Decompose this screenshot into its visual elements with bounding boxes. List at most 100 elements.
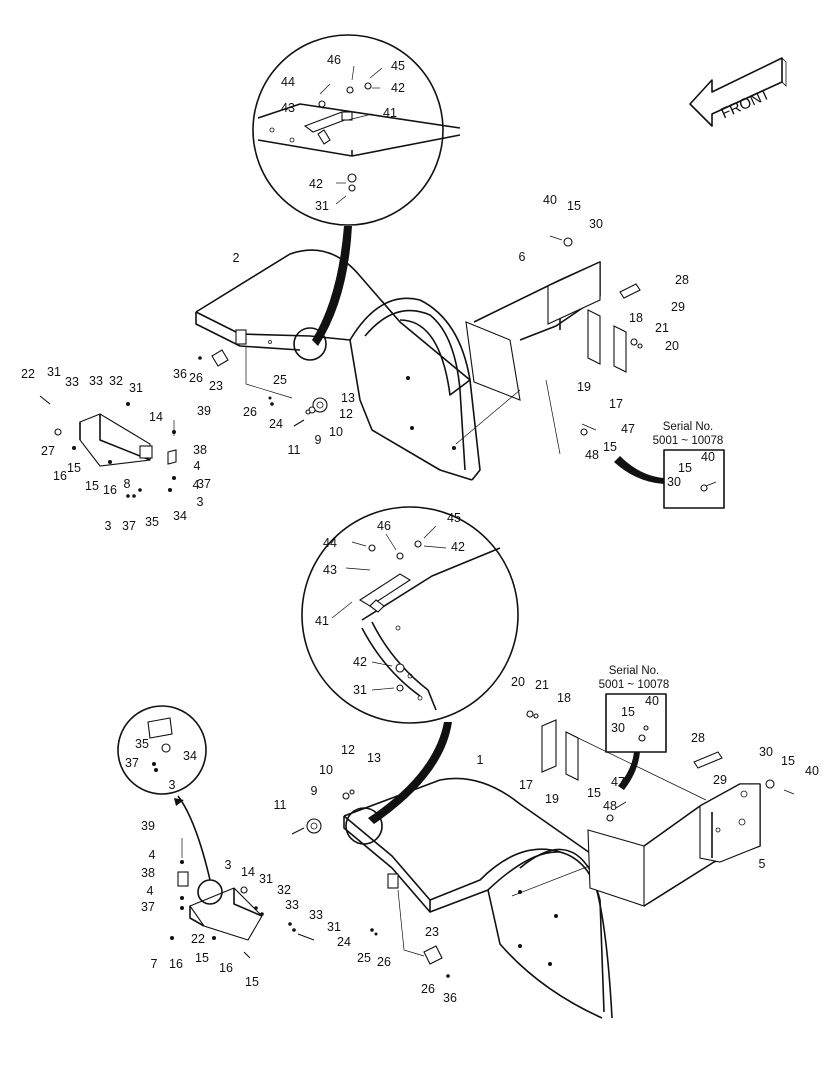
callout-bottom-bracket-15: 15: [195, 951, 209, 965]
callout-bottom-serial-1: 15: [621, 705, 635, 719]
bottom-bracket: [170, 838, 315, 959]
callout-bottom-plate-7: 48: [603, 799, 617, 813]
callout-top-plate-1: 15: [567, 199, 581, 213]
callout-top-plate-7: 21: [655, 321, 669, 335]
callout-top-fender-10: 9: [315, 433, 322, 447]
callout-bottom-bracket-5: 3: [225, 858, 232, 872]
callout-bottom-plate-8: 28: [691, 731, 705, 745]
callout-top-bracket-16: 4: [193, 478, 200, 492]
callout-top-serial-2: 30: [667, 475, 681, 489]
callout-bottom-plate-1: 21: [535, 678, 549, 692]
callout-bottom-plate-9: 29: [713, 773, 727, 787]
callout-bottom-fender-6: 23: [425, 925, 439, 939]
callout-top-bracket-13: 15: [85, 479, 99, 493]
callout-top-detail-5: 41: [383, 106, 397, 120]
callout-bottom-serial-2: 30: [611, 721, 625, 735]
callout-top-plate-9: 19: [577, 380, 591, 394]
callout-bottom-detail-5: 41: [315, 614, 329, 628]
callout-top-bracket-10: 38: [193, 443, 207, 457]
callout-top-fender-7: 13: [341, 391, 355, 405]
callout-bottom-detail-4: 43: [323, 563, 337, 577]
callout-bottom-plate-4: 19: [545, 792, 559, 806]
callout-top-fender-11: 11: [288, 443, 301, 457]
callout-bottom-inset-2: 37: [125, 756, 139, 770]
callout-bottom-bracket-2: 38: [141, 866, 155, 880]
callout-top-bracket-22: 35: [145, 515, 159, 529]
bottom-fender: [343, 777, 621, 1019]
callout-top-bracket-3: 33: [89, 374, 103, 388]
callout-top-plate-12: 48: [585, 448, 599, 462]
callout-top-fender-3: 23: [209, 379, 223, 393]
callout-top-bracket-1: 31: [47, 365, 61, 379]
callout-top-serial-1: 40: [701, 450, 715, 464]
callout-top-plate-10: 17: [609, 397, 623, 411]
callout-top-detail-3: 42: [391, 81, 405, 95]
callout-top-bracket-17: 37: [197, 477, 211, 491]
callout-bottom-serial-0: 40: [645, 694, 659, 708]
callout-top-detail-1: 45: [391, 59, 405, 73]
top-plate: [455, 235, 643, 455]
callout-bottom-plate-5: 47: [611, 775, 625, 789]
callout-top-bracket-7: 39: [197, 404, 211, 418]
callout-bottom-bracket-16: 16: [219, 961, 233, 975]
callout-bottom-fender-8: 25: [357, 951, 371, 965]
callout-bottom-bracket-9: 33: [285, 898, 299, 912]
callout-top-fender-1: 36: [173, 367, 187, 381]
callout-top-fender-8: 12: [339, 407, 353, 421]
callout-top-bracket-0: 22: [21, 367, 35, 381]
callout-top-plate-8: 20: [665, 339, 679, 353]
callout-bottom-inset-0: 35: [135, 737, 149, 751]
callout-top-plate-11: 47: [621, 422, 635, 436]
callout-bottom-fender-5: 11: [274, 798, 287, 812]
callout-top-fender-6: 24: [269, 417, 283, 431]
callout-top-bracket-6: 14: [149, 410, 163, 424]
callout-bottom-fender-3: 10: [319, 763, 333, 777]
callout-bottom-bracket-8: 32: [277, 883, 291, 897]
callout-bottom-plate-11: 15: [781, 754, 795, 768]
callout-top-bracket-21: 37: [122, 519, 136, 533]
front-arrow: FRONT: [689, 57, 787, 127]
callout-bottom-bracket-4: 37: [141, 900, 155, 914]
callout-top-plate-2: 30: [589, 217, 603, 231]
callout-bottom-detail-0: 46: [377, 519, 391, 533]
callout-bottom-detail-6: 42: [353, 655, 367, 669]
callout-bottom-fender-1: 12: [341, 743, 355, 757]
callout-top-bracket-12: 16: [53, 469, 67, 483]
callout-top-plate-4: 28: [675, 273, 689, 287]
callout-bottom-plate-12: 40: [805, 764, 819, 778]
callout-bottom-plate-2: 18: [557, 691, 571, 705]
top-serial-range: 5001 ~ 10078: [653, 435, 724, 447]
bottom-fender-hardware: [291, 789, 450, 978]
callout-bottom-fender-9: 26: [377, 955, 391, 969]
callout-bottom-plate-13: 5: [759, 857, 766, 871]
callout-bottom-inset-1: 34: [183, 749, 197, 763]
callout-bottom-inset-3: 3: [169, 778, 176, 792]
callout-bottom-bracket-14: 16: [169, 957, 183, 971]
callout-top-fender-2: 26: [189, 371, 203, 385]
callout-top-fender-4: 25: [273, 373, 287, 387]
callout-top-bracket-4: 32: [109, 374, 123, 388]
callout-bottom-bracket-6: 14: [241, 865, 255, 879]
callout-top-plate-0: 40: [543, 193, 557, 207]
top-fender-hardware: [198, 346, 328, 427]
callout-top-fender-0: 2: [233, 251, 240, 265]
callout-bottom-bracket-12: 22: [191, 932, 205, 946]
callout-bottom-detail-1: 45: [447, 511, 461, 525]
callout-top-bracket-19: 34: [173, 509, 187, 523]
callout-top-plate-3: 6: [519, 250, 526, 264]
callout-top-bracket-5: 31: [129, 381, 143, 395]
top-bracket: [39, 395, 177, 498]
callout-top-bracket-20: 3: [197, 495, 204, 509]
callout-top-plate-5: 29: [671, 300, 685, 314]
callout-top-bracket-14: 16: [103, 483, 117, 497]
callout-top-detail-6: 42: [309, 177, 323, 191]
top-detail-circle: [252, 34, 461, 226]
callout-bottom-fender-2: 13: [367, 751, 381, 765]
callout-top-bracket-9: 15: [67, 461, 81, 475]
top-serial-title: Serial No.: [663, 421, 714, 433]
callout-top-detail-7: 31: [315, 199, 329, 213]
callout-top-bracket-15: 8: [124, 477, 131, 491]
detail-pointer-top: [312, 226, 352, 346]
